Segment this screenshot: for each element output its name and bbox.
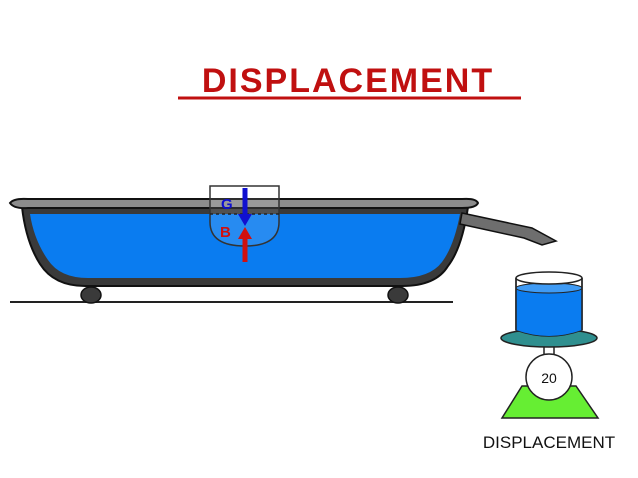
beaker-rim [515,271,583,285]
label-b: B [220,224,231,241]
scale-reading: 20 [541,370,557,386]
buoyancy-arrow-head [238,227,252,239]
label-g: G [221,196,233,213]
tub-wheel-right [387,286,409,304]
gravity-arrow-head [238,214,252,226]
caption-displacement: DISPLACEMENT [483,433,615,452]
diagram-title: DISPLACEMENT [202,62,494,100]
scale-dial [525,353,573,401]
overflow-spout [459,212,558,246]
beaker-water [516,288,582,336]
tub-wheel-left [80,286,102,304]
